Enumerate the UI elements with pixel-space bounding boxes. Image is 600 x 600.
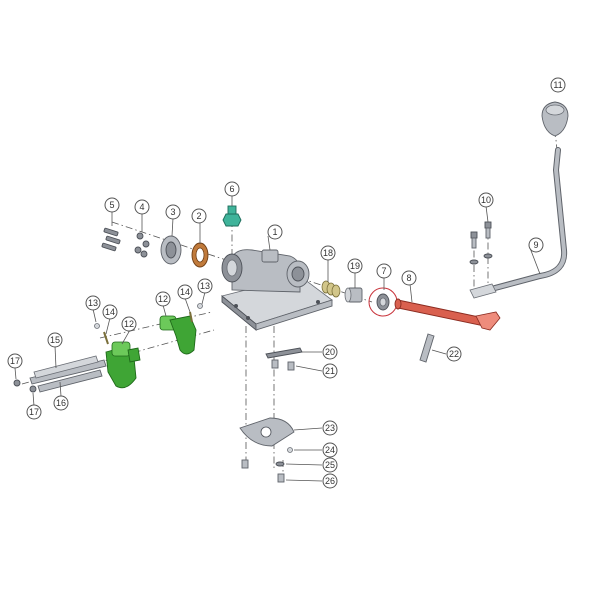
part-washer: [191, 242, 209, 268]
callout-20: 20: [322, 344, 338, 360]
svg-text:12: 12: [158, 294, 168, 304]
part-fasteners: [241, 447, 293, 483]
part-bracket: [265, 347, 303, 371]
callout-24: 24: [322, 442, 338, 458]
svg-text:13: 13: [88, 298, 98, 308]
callout-17-top: 17: [7, 353, 23, 369]
callout-6: 6: [224, 181, 240, 197]
svg-text:14: 14: [180, 287, 190, 297]
part-breather: [222, 205, 242, 227]
part-selector-fork-rear: [159, 315, 197, 355]
callout-18: 18: [320, 245, 336, 261]
callout-1: 1: [267, 224, 283, 240]
callout-11: 11: [550, 77, 566, 93]
part-seal: [368, 287, 398, 317]
callout-19: 19: [347, 258, 363, 274]
svg-text:26: 26: [325, 476, 335, 486]
svg-text:17: 17: [10, 356, 20, 366]
svg-text:18: 18: [323, 248, 333, 258]
part-knob: [541, 101, 569, 137]
callout-10: 10: [478, 192, 494, 208]
part-studs: [101, 227, 121, 252]
svg-text:9: 9: [533, 240, 538, 250]
part-spring: [321, 280, 341, 298]
part-base-plate: [239, 417, 295, 447]
svg-text:4: 4: [139, 202, 144, 212]
svg-text:21: 21: [325, 366, 335, 376]
part-detents: [94, 303, 203, 345]
callout-14-front: 14: [102, 304, 118, 320]
part-housing: [221, 249, 333, 331]
svg-text:25: 25: [325, 460, 335, 470]
callout-12-front: 12: [121, 316, 137, 332]
part-pin: [419, 333, 435, 363]
svg-text:5: 5: [109, 200, 114, 210]
callout-4: 4: [134, 199, 150, 215]
svg-text:19: 19: [350, 261, 360, 271]
callout-13-front: 13: [85, 295, 101, 311]
svg-text:11: 11: [553, 80, 562, 90]
svg-text:24: 24: [325, 445, 335, 455]
svg-text:23: 23: [325, 423, 335, 433]
svg-text:10: 10: [481, 195, 491, 205]
part-nuts: [134, 232, 150, 258]
svg-text:6: 6: [229, 184, 234, 194]
callout-25: 25: [322, 457, 338, 473]
svg-text:12: 12: [124, 319, 134, 329]
svg-text:16: 16: [56, 398, 66, 408]
svg-text:14: 14: [105, 307, 115, 317]
part-shift-rod: [394, 298, 501, 331]
part-bushing: [344, 287, 363, 303]
callout-21: 21: [322, 363, 338, 379]
part-flange: [160, 235, 182, 265]
callout-22: 22: [446, 346, 462, 362]
callout-12-rear: 12: [155, 291, 171, 307]
leader-lines: [14, 195, 541, 482]
svg-text:15: 15: [50, 335, 60, 345]
callout-17-bottom: 17: [26, 404, 42, 420]
part-selector-fork-front: [105, 341, 141, 389]
callout-26: 26: [322, 473, 338, 489]
callout-13-rear: 13: [197, 278, 213, 294]
callout-9: 9: [528, 237, 544, 253]
callout-5: 5: [104, 197, 120, 213]
svg-text:1: 1: [272, 227, 277, 237]
callout-3: 3: [165, 204, 181, 220]
part-selector-rails: [29, 355, 107, 393]
callout-23: 23: [322, 420, 338, 436]
svg-text:17: 17: [29, 407, 39, 417]
svg-text:22: 22: [449, 349, 459, 359]
part-bolts: [469, 221, 493, 265]
callout-14-rear: 14: [177, 284, 193, 300]
svg-text:3: 3: [170, 207, 175, 217]
part-plugs: [13, 379, 37, 393]
svg-text:8: 8: [406, 273, 411, 283]
callout-8: 8: [401, 270, 417, 286]
svg-text:20: 20: [325, 347, 335, 357]
svg-text:7: 7: [381, 266, 386, 276]
svg-text:13: 13: [200, 281, 210, 291]
callout-15: 15: [47, 332, 63, 348]
callout-7: 7: [376, 263, 392, 279]
callout-16: 16: [53, 395, 69, 411]
svg-text:2: 2: [196, 211, 201, 221]
callout-2: 2: [191, 208, 207, 224]
part-shift-lever: [469, 147, 568, 299]
